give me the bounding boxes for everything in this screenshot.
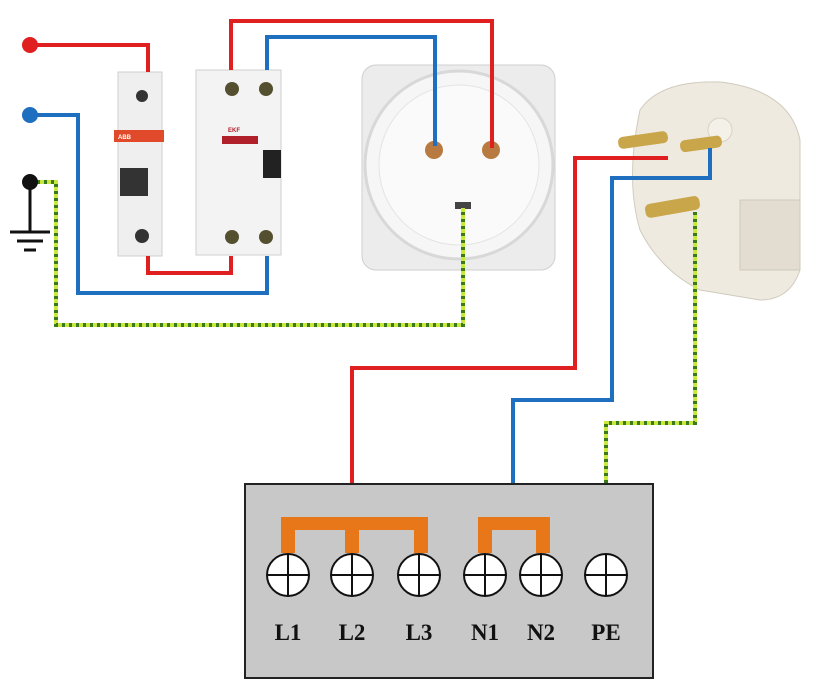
terminal-label: N2: [527, 620, 555, 645]
terminal-pe: PE: [584, 553, 628, 645]
neutral-wires: [30, 35, 712, 518]
terminal-l1: L1: [266, 553, 310, 645]
ground-symbol-icon: [10, 182, 50, 252]
neutral-bus-bar: [478, 517, 550, 553]
terminal-n1: N1: [463, 553, 507, 645]
rcd-brand-logo: EKF: [228, 128, 240, 134]
rcd-device: EKF: [195, 69, 282, 256]
terminal-l2: L2: [330, 553, 374, 645]
phase-terminal-dot: [22, 37, 38, 53]
terminal-label: PE: [591, 620, 620, 645]
terminal-label: L3: [406, 620, 433, 645]
breaker-brand-logo: ABB: [118, 135, 132, 141]
terminal-box: L1 L2 L3 N1 N2 PE: [244, 483, 654, 679]
terminal-l3: L3: [397, 553, 441, 645]
phase-wires: [30, 19, 668, 518]
wall-socket: [361, 64, 556, 271]
ground-terminal-dot: [22, 174, 38, 190]
circuit-breaker: ABB: [114, 71, 164, 257]
terminal-label: L1: [275, 620, 302, 645]
phase-bus-bar: [281, 517, 428, 553]
neutral-terminal-dot: [22, 107, 38, 123]
terminal-label: N1: [471, 620, 499, 645]
three-phase-plug: [618, 81, 801, 301]
terminal-label: L2: [339, 620, 366, 645]
terminal-n2: N2: [519, 553, 563, 645]
